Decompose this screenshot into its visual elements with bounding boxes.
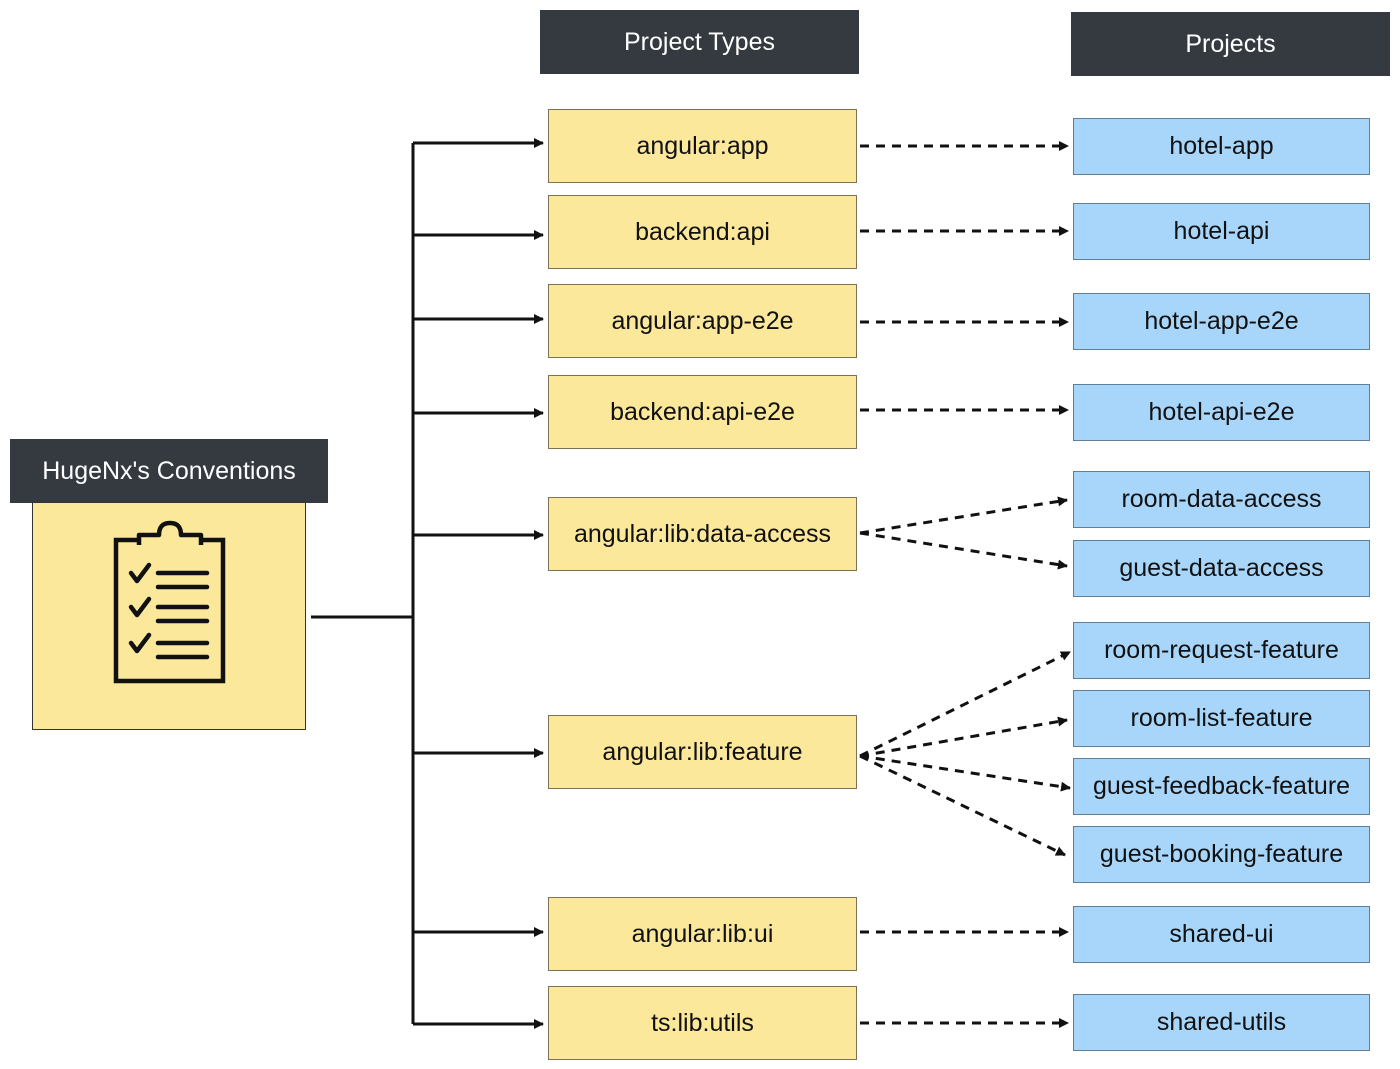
- project-type-ts-lib-utils: ts:lib:utils: [548, 986, 857, 1060]
- mapping-arrow-9: [859, 754, 1071, 792]
- project-type-angular-app-e2e: angular:app-e2e: [548, 284, 857, 358]
- dashed-connectors: [859, 141, 1071, 1028]
- project-type-backend-api-e2e: backend:api-e2e: [548, 375, 857, 449]
- solid-connectors: [311, 138, 544, 1029]
- mapping-arrow-6: [859, 531, 1068, 570]
- mapping-arrow-7: [859, 650, 1071, 758]
- mapping-arrow-8: [859, 716, 1068, 758]
- project-guest-booking-feature: guest-booking-feature: [1073, 826, 1370, 883]
- project-type-backend-api: backend:api: [548, 195, 857, 269]
- conventions-panel: [32, 502, 306, 730]
- project-hotel-api: hotel-api: [1073, 203, 1370, 260]
- project-room-data-access: room-data-access: [1073, 471, 1370, 528]
- project-room-list-feature: room-list-feature: [1073, 690, 1370, 747]
- project-type-angular-lib-data-access: angular:lib:data-access: [548, 497, 857, 571]
- project-type-angular-lib-ui: angular:lib:ui: [548, 897, 857, 971]
- project-guest-feedback-feature: guest-feedback-feature: [1073, 758, 1370, 815]
- project-type-angular-app: angular:app: [548, 109, 857, 183]
- project-hotel-api-e2e: hotel-api-e2e: [1073, 384, 1370, 441]
- project-shared-utils: shared-utils: [1073, 994, 1370, 1051]
- mapping-arrow-5: [859, 496, 1068, 535]
- project-hotel-app-e2e: hotel-app-e2e: [1073, 293, 1370, 350]
- project-types-header: Project Types: [540, 10, 859, 74]
- projects-header: Projects: [1071, 12, 1390, 76]
- conventions-header: HugeNx's Conventions: [10, 439, 328, 503]
- project-hotel-app: hotel-app: [1073, 118, 1370, 175]
- clipboard-checklist-icon: [113, 520, 226, 684]
- project-guest-data-access: guest-data-access: [1073, 540, 1370, 597]
- project-type-angular-lib-feature: angular:lib:feature: [548, 715, 857, 789]
- project-room-request-feature: room-request-feature: [1073, 622, 1370, 679]
- mapping-arrow-10: [859, 754, 1066, 857]
- project-shared-ui: shared-ui: [1073, 906, 1370, 963]
